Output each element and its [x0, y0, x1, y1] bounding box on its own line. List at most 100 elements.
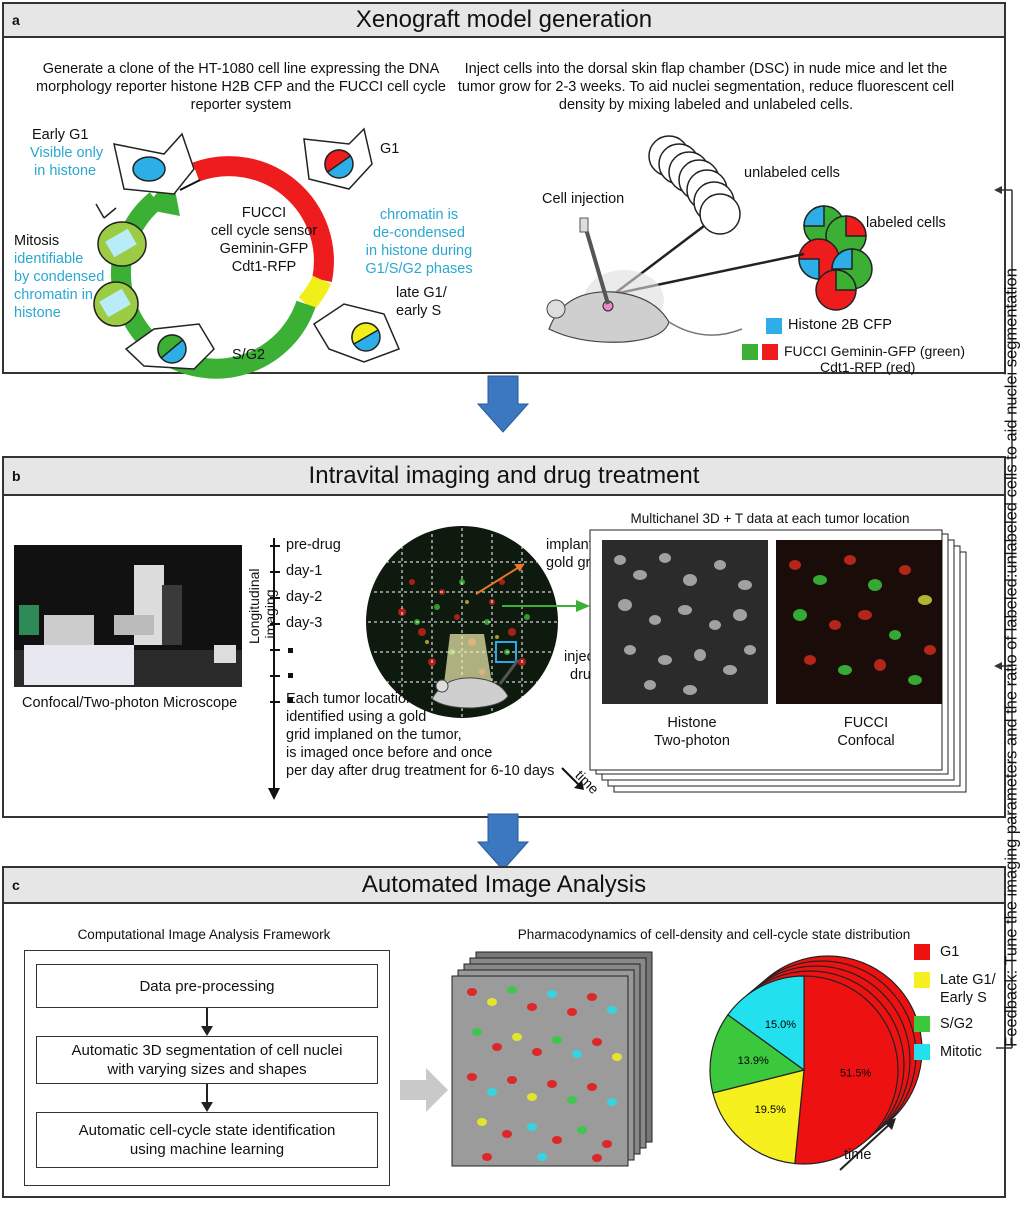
timeline-day-2: day-2	[286, 589, 323, 605]
panel-a-letter: a	[12, 12, 20, 28]
timeline-day-1: day-1	[286, 563, 323, 579]
chromatin-1: chromatin is	[379, 207, 459, 223]
cell-mitosis	[93, 203, 147, 327]
panel-a-title: Xenograft model generation	[355, 6, 653, 33]
panel-a: a Xenograft model generation Generate a …	[2, 2, 1006, 379]
legend-fucci-label-2: Cdt1-RFP (red)	[820, 359, 916, 375]
arrow-a-to-b	[476, 375, 530, 433]
label-late-g1-1: late G1/	[396, 285, 447, 301]
legend-label: Late G1/ Early S	[940, 972, 996, 1006]
cell-late-g1	[312, 303, 400, 363]
panel-a-left-text: Generate a clone of the HT-1080 cell lin…	[36, 61, 446, 113]
pie-data-label: 13.9%	[738, 1055, 769, 1067]
arrow-b-to-c	[476, 813, 530, 871]
ring-yellow-arc	[298, 275, 332, 311]
label-sg2: S/G2	[232, 347, 266, 363]
fucci-center-1: FUCCI	[241, 205, 287, 221]
label-mitosis-note-3: chromatin in	[14, 287, 93, 303]
panel-a-header: a Xenograft model generation	[4, 4, 1004, 38]
cell-sg2	[124, 323, 215, 370]
legend-swatch	[914, 972, 930, 988]
panel-c: c Automated Image Analysis Computational…	[2, 866, 1006, 1198]
label-unlabeled: unlabeled cells	[744, 165, 840, 181]
arrow-to-multichannel	[502, 600, 590, 612]
legend-label: G1	[940, 944, 960, 960]
legend-histone-label: Histone 2B CFP	[788, 317, 892, 333]
timeline-day-3: day-3	[286, 615, 323, 631]
label-visible-only-1: Visible only	[30, 145, 104, 161]
cell-cycle-diagram	[93, 127, 873, 379]
label-g1: G1	[380, 141, 400, 157]
gray-arrow	[400, 1068, 448, 1112]
legend-cdt1-swatch	[762, 344, 778, 360]
location-note-4: is imaged once before and once	[286, 745, 493, 761]
pie-slice-late-g1-early-s	[712, 1069, 805, 1165]
cell-cycle-pie-chart: 51.5% 19.5% 13.9% 15.0%	[709, 955, 923, 1165]
fucci-label-1: FUCCI	[843, 715, 889, 731]
chromatin-2: de-condensed	[373, 225, 465, 241]
chromatin-3: in histone during	[365, 243, 473, 259]
legend-swatch	[914, 1044, 930, 1060]
pie-slice-g1	[794, 975, 899, 1165]
legend-histone-swatch	[766, 318, 782, 334]
label-visible-only-2: in histone	[34, 163, 97, 179]
label-late-g1-2: early S	[396, 303, 442, 319]
longitudinal-label: Longitudinal imaging	[246, 568, 278, 644]
label-labeled: labeled cells	[866, 215, 946, 231]
fucci-center-4: Cdt1-RFP	[231, 259, 297, 275]
histone-label-1: Histone	[667, 715, 717, 731]
panel-c-title: Automated Image Analysis	[361, 871, 647, 898]
flow-arrows	[201, 1008, 213, 1112]
pie-data-label: 15.0%	[765, 1019, 796, 1031]
feedback-bracket	[994, 186, 1013, 1049]
time-arrow-c	[839, 1118, 896, 1171]
step-segmentation-line-2: with varying sizes and shapes	[107, 1061, 307, 1078]
legend-geminin-swatch	[742, 344, 758, 360]
timeline	[268, 538, 293, 800]
label-mitosis: Mitosis	[14, 233, 60, 249]
pie-slice-s-g2	[709, 1013, 806, 1094]
pie-slice-mitotic	[727, 975, 805, 1072]
location-note-2: identified using a gold	[286, 709, 427, 725]
panel-b-title: Intravital imaging and drug treatment	[308, 462, 700, 489]
step-preprocessing: Data pre-processing	[36, 964, 378, 1008]
panel-b-header: b Intravital imaging and drug treatment	[4, 458, 1004, 496]
feedback-text: Feedback: Tune the imaging parameters an…	[1002, 268, 1021, 1047]
framework-box	[24, 950, 390, 1186]
panel-b: b Intravital imaging and drug treatment …	[2, 456, 1006, 818]
panel-c-header: c Automated Image Analysis	[4, 868, 1004, 904]
timeline-pre-drug: pre-drug	[286, 537, 341, 553]
framework-title: Computational Image Analysis Framework	[77, 927, 331, 942]
step-classification: Automatic cell-cycle state identificatio…	[36, 1112, 378, 1168]
fucci-center-2: cell cycle sensor	[210, 223, 318, 239]
pie-labels: 51.5% 19.5% 13.9% 15.0%	[738, 1019, 872, 1116]
microscope-photo	[14, 545, 242, 687]
longitudinal-line-1: Longitudinal	[246, 568, 262, 644]
location-note-3: grid implaned on the tumor,	[286, 727, 462, 743]
step-preprocessing-label: Data pre-processing	[139, 977, 275, 995]
label-cell-injection: Cell injection	[542, 191, 625, 207]
histone-label-2: Two-photon	[654, 733, 730, 749]
multichannel-title: Multichanel 3D + T data at each tumor lo…	[630, 511, 910, 526]
step-segmentation-line-1: Automatic 3D segmentation of cell nuclei	[71, 1042, 343, 1059]
legend-swatch	[914, 944, 930, 960]
label-mitosis-note-4: histone	[14, 305, 61, 321]
mouse-illustration	[546, 217, 743, 343]
time-label-c: time	[844, 1147, 872, 1163]
unlabeled-cells	[648, 135, 741, 235]
longitudinal-line-2: imaging	[262, 589, 278, 639]
mouse-drug-injection	[431, 634, 520, 709]
pie-data-label: 19.5%	[755, 1104, 786, 1116]
location-note-1: Each tumor location,	[286, 691, 419, 707]
inject-1: inject	[564, 649, 598, 665]
pie-slices	[709, 975, 899, 1165]
implanted-2: gold grid	[546, 555, 602, 571]
pie-data-label: 51.5%	[840, 1068, 871, 1080]
legend-swatch	[914, 1016, 930, 1032]
time-arrow-b	[561, 767, 584, 790]
microscope-caption: Confocal/Two-photon Microscope	[22, 695, 238, 711]
legend-fucci-label-1: FUCCI Geminin-GFP (green)	[784, 343, 966, 359]
ring-red-arc	[192, 156, 334, 282]
label-mitosis-note-1: identifiable	[14, 251, 84, 267]
multichannel-stack	[589, 529, 967, 793]
